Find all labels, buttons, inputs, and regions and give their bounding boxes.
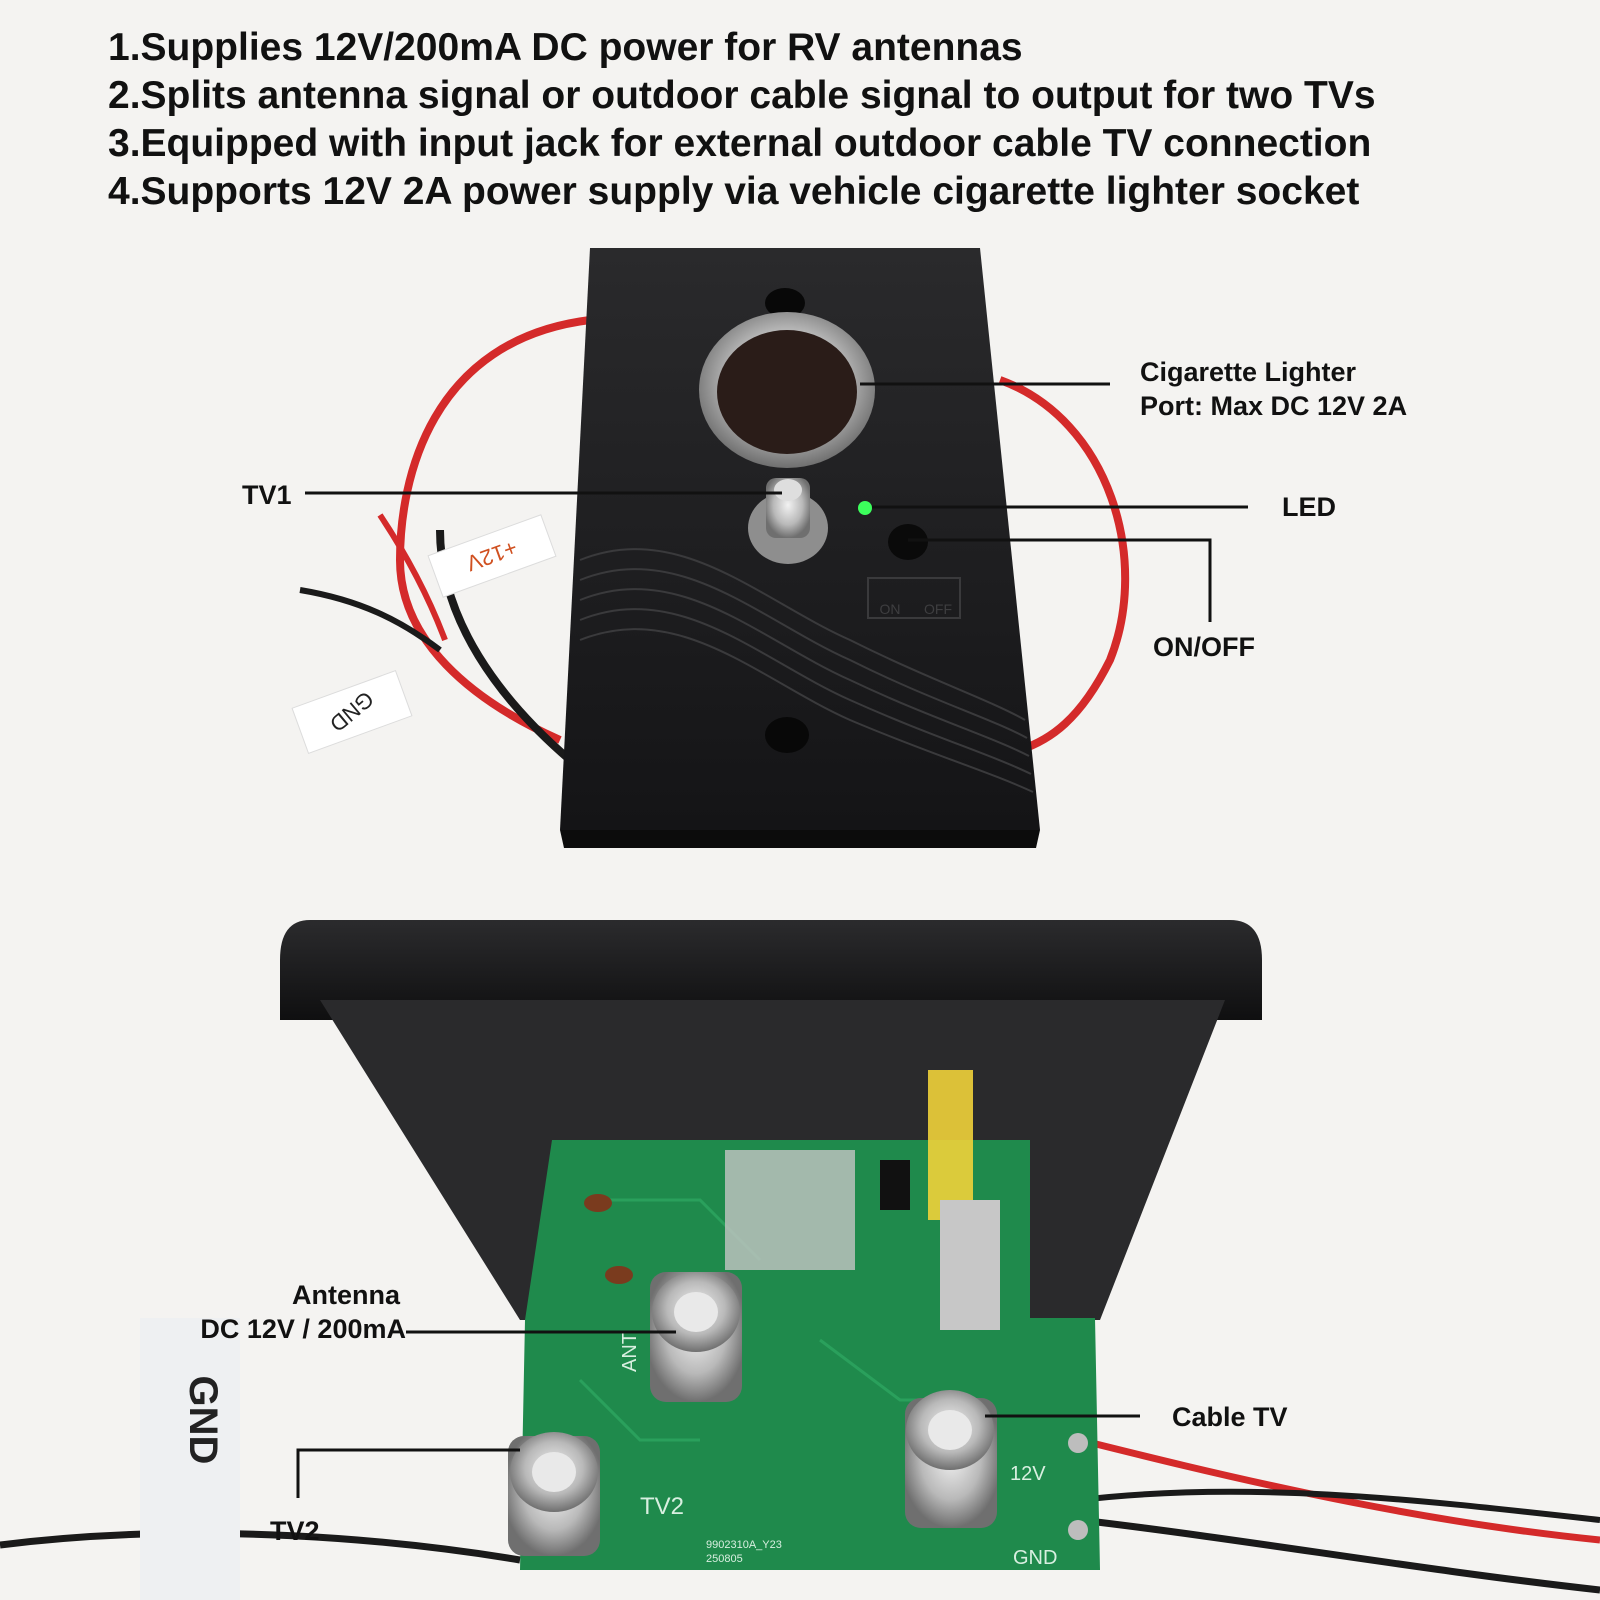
pcb-date-text: 250805: [706, 1553, 743, 1565]
tv1-label: TV1: [242, 480, 292, 510]
pcb-12v-text: 12V: [1010, 1463, 1046, 1485]
power-switch: [888, 524, 928, 560]
pcb-code-text: 9902310A_Y23: [706, 1539, 782, 1551]
switch-on-text: ON: [880, 601, 901, 617]
gnd-wire-tag: GND: [140, 1318, 240, 1600]
feature-item: 4.Supports 12V 2A power supply via vehic…: [108, 170, 1360, 213]
pcb-ant-text: ANT: [619, 1332, 641, 1372]
gnd-tag-text: GND: [181, 1376, 225, 1465]
antenna-label-line2: DC 12V / 200mA: [200, 1314, 406, 1344]
housing-lip: [280, 920, 1262, 1020]
cigarette-lighter-label-line2: Port: Max DC 12V 2A: [1140, 391, 1408, 421]
screw-hole-bottom: [765, 717, 809, 753]
tv2-connector: [508, 1432, 600, 1556]
wire-label-ground: GND: [291, 669, 413, 755]
antenna-label-line1: Antenna: [292, 1280, 400, 1310]
cable-tv-connector: [905, 1390, 997, 1528]
on-off-label: ON/OFF: [1153, 632, 1255, 662]
pcb-gnd-text: GND: [1013, 1547, 1057, 1569]
antenna-connector: [650, 1272, 742, 1402]
cigarette-lighter-label: Cigarette Lighter Port: Max DC 12V 2A: [1140, 355, 1407, 423]
wire-label-positive: +12V: [427, 514, 557, 598]
antenna-label: Antenna DC 12V / 200mA: [150, 1278, 406, 1346]
cable-tv-label: Cable TV: [1172, 1402, 1288, 1432]
tv2-label: TV2: [270, 1516, 320, 1546]
screw-hole-top: [765, 288, 805, 318]
feature-item: 1.Supplies 12V/200mA DC power for RV ant…: [108, 26, 1023, 69]
red-wire: [395, 316, 591, 744]
pcb-tv2-text: TV2: [640, 1493, 684, 1520]
callout-lines: [296, 382, 1248, 1498]
switch-off-text: OFF: [924, 601, 952, 617]
led-label: LED: [1282, 492, 1336, 522]
wave-texture: [579, 548, 1034, 793]
feature-item: 2.Splits antenna signal or outdoor cable…: [108, 74, 1376, 117]
feature-item: 3.Equipped with input jack for external …: [108, 122, 1372, 165]
led-indicator: [858, 501, 872, 515]
cigarette-lighter-label-line1: Cigarette Lighter: [1140, 357, 1357, 387]
feature-list: 1.Supplies 12V/200mA DC power for RV ant…: [108, 24, 1548, 216]
